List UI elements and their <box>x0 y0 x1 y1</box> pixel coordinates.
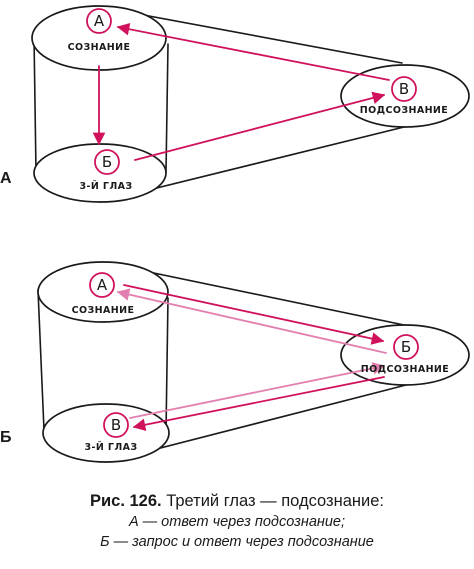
arrow-a-to-b-dark <box>123 284 385 345</box>
node-v-letter: В <box>111 416 121 434</box>
node-b-letter: Б <box>102 153 112 171</box>
figure-caption: Рис. 126. Третий глаз — подсознание: А —… <box>0 490 474 552</box>
cylinder-right-edge <box>165 43 169 173</box>
diagram-b: А СОЗНАНИЕ Б ПОДСОЗНАНИЕ В 3-Й ГЛАЗ Б <box>0 261 470 463</box>
label-subconscious: ПОДСОЗНАНИЕ <box>360 105 448 116</box>
node-b-letter: Б <box>401 338 411 356</box>
cylinder-left-edge <box>37 289 45 431</box>
diagram-a: А СОЗНАНИЕ В ПОДСОЗНАНИЕ Б 3-Й ГЛАЗ А <box>0 5 470 203</box>
caption-line-a: А — ответ через подсознание; <box>128 514 346 530</box>
panel-label-a: А <box>0 170 12 187</box>
circle-node-a <box>89 272 115 298</box>
arrow-b-to-v <box>134 91 386 161</box>
circle-node-b <box>393 334 419 360</box>
arrow-b-to-a-light <box>116 288 387 354</box>
panel-label-b: Б <box>0 429 12 446</box>
circle-node-b <box>94 149 120 175</box>
node-a-letter: А <box>94 12 105 30</box>
arrow-v-to-b-light <box>129 362 386 419</box>
cylinder-left-edge <box>33 35 37 173</box>
cylinder-right-edge <box>165 297 169 433</box>
circle-node-a <box>86 8 112 34</box>
caption-line-b: Б — запрос и ответ через подсознание <box>100 534 374 550</box>
arrow-v-to-a <box>116 22 390 81</box>
caption-title: Рис. 126. Третий глаз — подсознание: <box>0 490 474 512</box>
arrow-b-to-v-dark <box>132 376 385 431</box>
label-third-eye: 3-Й ГЛАЗ <box>84 441 137 453</box>
node-v-letter: В <box>399 80 409 98</box>
circle-node-v <box>391 76 417 102</box>
label-subconscious: ПОДСОЗНАНИЕ <box>361 364 449 375</box>
node-a-letter: А <box>97 276 108 294</box>
circle-node-v <box>103 412 129 438</box>
label-consciousness: СОЗНАНИЕ <box>68 42 131 53</box>
caption-number: Рис. 126. <box>90 492 162 510</box>
label-third-eye: 3-Й ГЛАЗ <box>79 180 132 192</box>
label-consciousness: СОЗНАНИЕ <box>72 305 135 316</box>
caption-title-text: Третий глаз — подсознание: <box>166 492 384 510</box>
